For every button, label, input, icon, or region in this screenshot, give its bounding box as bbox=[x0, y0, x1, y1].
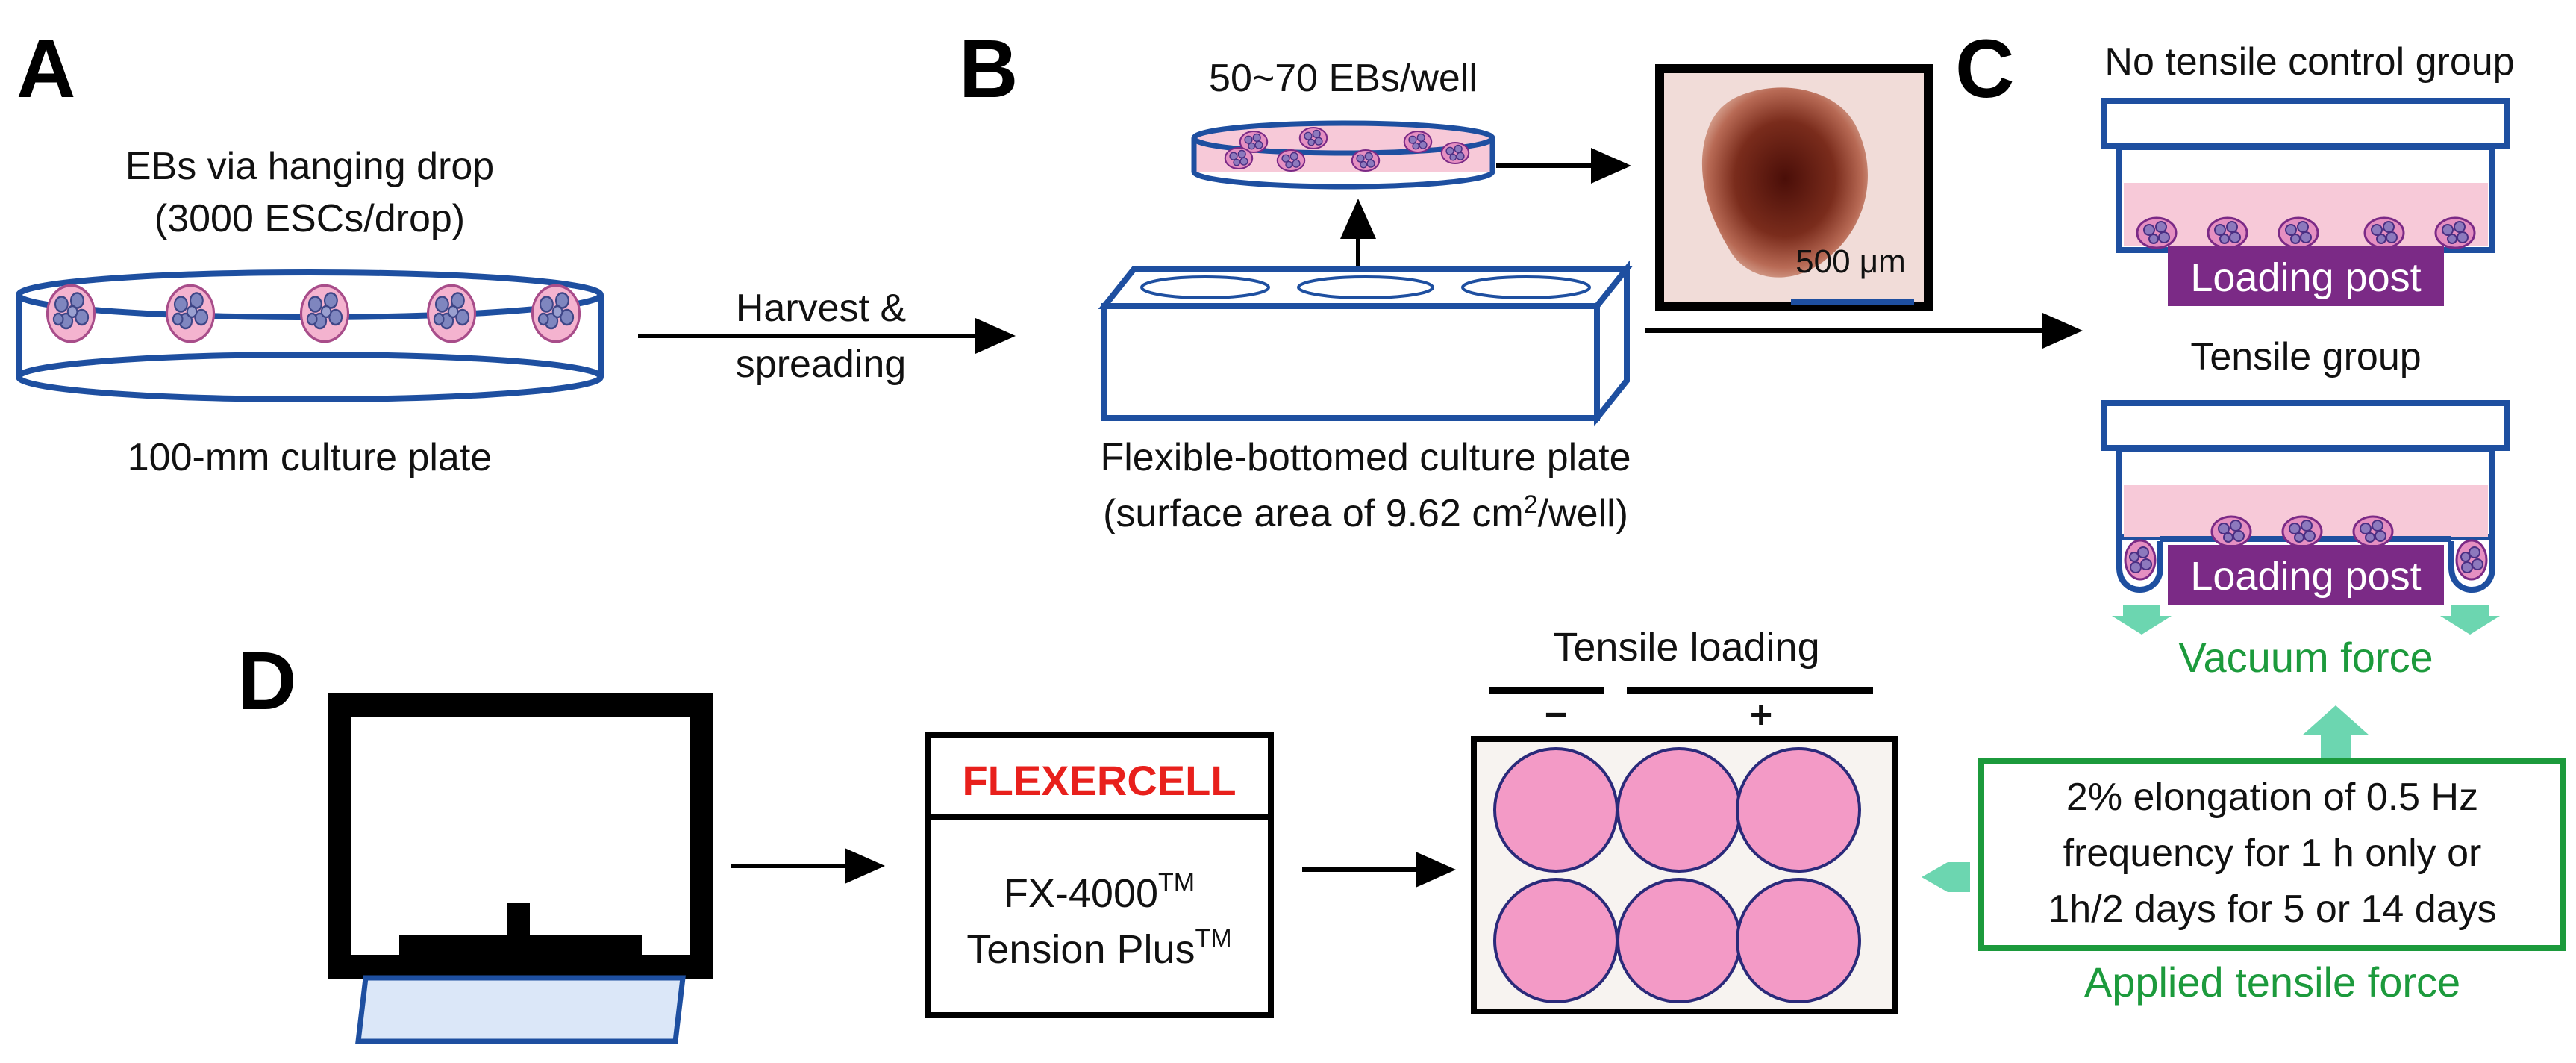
params-line-1: 2% elongation of 0.5 Hz bbox=[2066, 776, 2478, 819]
panel-label-d: D bbox=[237, 635, 296, 727]
keyboard-icon bbox=[355, 975, 686, 1044]
loading-post-label: Loading post bbox=[2190, 255, 2421, 300]
well-circle bbox=[1616, 747, 1742, 873]
tensile-well-diagram: Loading post bbox=[2101, 400, 2510, 635]
tensile-parameters-box: 2% elongation of 0.5 Hz frequency for 1 … bbox=[1978, 758, 2566, 951]
hanging-drop-title: EBs via hanging drop bbox=[125, 145, 494, 188]
arrow-to-plate bbox=[1922, 862, 1970, 892]
flexercell-brand: FLEXERCELL bbox=[962, 757, 1236, 804]
hanging-drop-eb-icon bbox=[299, 284, 350, 343]
spreading-label: spreading bbox=[736, 343, 906, 386]
ebs-per-well-label: 50~70 EBs/well bbox=[1209, 57, 1478, 100]
computer-monitor-icon bbox=[328, 693, 713, 979]
culture-plate-100mm bbox=[16, 269, 604, 402]
well-circle bbox=[1493, 747, 1619, 873]
scale-bar-label: 500 μm bbox=[1795, 243, 1906, 280]
flexercell-controller: FLEXERCELL FX-4000TM Tension PlusTM bbox=[925, 732, 1274, 1018]
panel-label-c: C bbox=[1955, 23, 2014, 115]
device-model: FX-4000TM bbox=[1004, 868, 1195, 916]
flexible-bottom-plate bbox=[1098, 260, 1634, 427]
harvest-label: Harvest & bbox=[736, 287, 906, 330]
hanging-drop-eb-icon bbox=[531, 284, 581, 343]
loading-post-tensile bbox=[2168, 545, 2444, 605]
six-well-plate bbox=[1471, 736, 1898, 1014]
hanging-drop-eb-icon bbox=[46, 284, 96, 343]
flexible-plate-label: Flexible-bottomed culture plate bbox=[1100, 436, 1631, 479]
surface-area-label: (surface area of 9.62 cm2/well) bbox=[1103, 490, 1628, 535]
device-name: Tension PlusTM bbox=[966, 924, 1231, 972]
well-circle bbox=[1736, 747, 1861, 873]
vacuum-arrow-left bbox=[2112, 605, 2172, 635]
plus-label: + bbox=[1750, 693, 1772, 737]
vacuum-force-label: Vacuum force bbox=[2178, 634, 2433, 681]
control-well-diagram: Loading post bbox=[2101, 98, 2510, 306]
arrow-up-to-vacuum bbox=[2302, 705, 2369, 761]
panel-label-b: B bbox=[959, 23, 1018, 115]
control-group-title: No tensile control group bbox=[2104, 40, 2514, 84]
panel-label-a: A bbox=[16, 23, 75, 115]
well-circle bbox=[1736, 878, 1861, 1003]
single-well-dish bbox=[1191, 120, 1495, 190]
hanging-drop-subtitle: (3000 ESCs/drop) bbox=[154, 197, 465, 240]
params-line-2: frequency for 1 h only or bbox=[2063, 832, 2482, 875]
plate-100mm-label: 100-mm culture plate bbox=[128, 436, 492, 479]
minus-label: − bbox=[1545, 693, 1567, 737]
loading-post-control bbox=[2168, 246, 2444, 306]
hanging-drop-eb-icon bbox=[426, 284, 477, 343]
vacuum-arrow-right bbox=[2440, 605, 2500, 635]
params-line-3: 1h/2 days for 5 or 14 days bbox=[2048, 888, 2496, 931]
well-circle bbox=[1616, 878, 1742, 1003]
microscope-image-icon: 500 μm bbox=[1655, 64, 1933, 311]
well-circle bbox=[1493, 878, 1619, 1003]
applied-force-label: Applied tensile force bbox=[2084, 958, 2460, 1006]
tensile-group-title: Tensile group bbox=[2190, 335, 2421, 378]
loading-post-label: Loading post bbox=[2190, 554, 2421, 599]
hanging-drop-eb-icon bbox=[165, 284, 216, 343]
tensile-loading-title: Tensile loading bbox=[1553, 625, 1819, 670]
